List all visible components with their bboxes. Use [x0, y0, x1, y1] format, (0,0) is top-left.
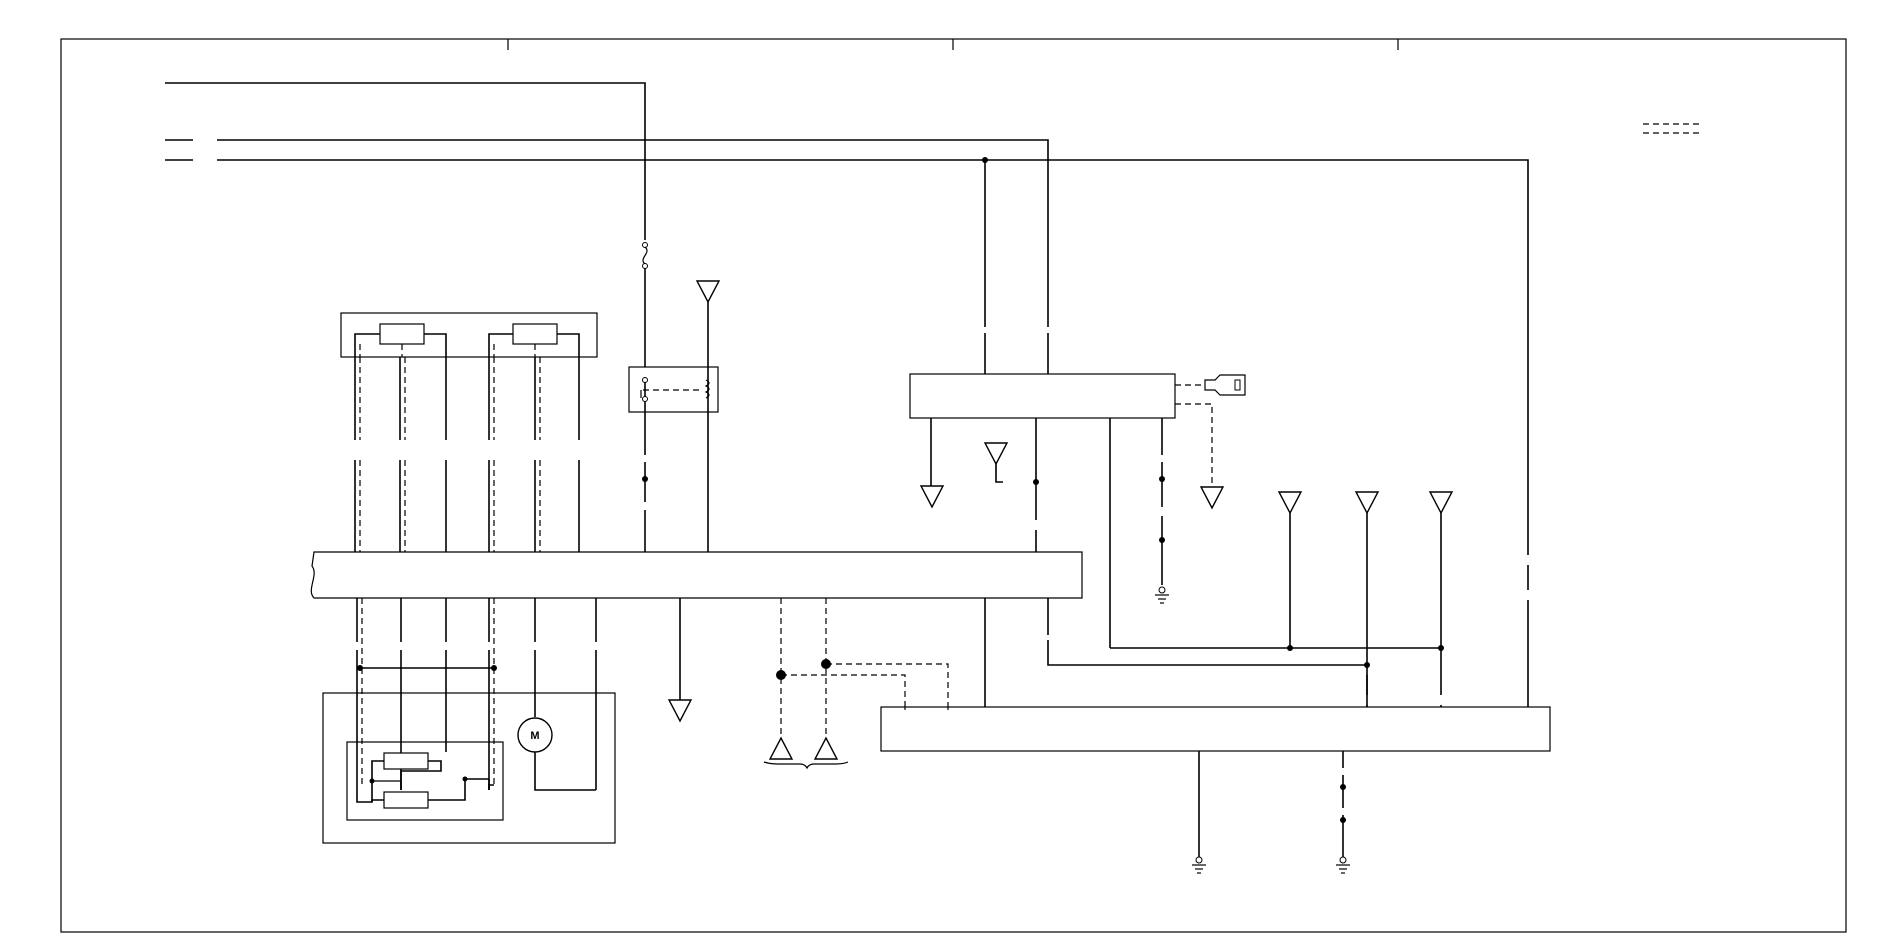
control-unit-lower — [880, 706, 1551, 752]
power-feed-lines — [165, 82, 1529, 555]
main-connector-bar — [310, 551, 1083, 599]
lower-bus-wires — [984, 565, 1529, 707]
shield-wires — [763, 598, 949, 770]
relay-output-wires — [642, 412, 709, 552]
control-unit-upper — [909, 373, 1176, 419]
relay-box — [628, 322, 719, 413]
motor-label: M — [530, 730, 539, 742]
resistor-harness-upper — [354, 357, 580, 552]
ground-symbol-upper — [1155, 586, 1169, 604]
motor-harness — [356, 598, 597, 790]
relay-supply-triangle — [695, 280, 721, 322]
control-unit-outputs — [919, 403, 1225, 648]
ground-symbols-lower — [1192, 751, 1350, 874]
inner-resistor-network — [356, 752, 494, 809]
supply-triangles-right — [1277, 491, 1454, 710]
diagram-frame — [60, 38, 1847, 933]
legend-dashed-lines — [1643, 123, 1700, 134]
ground-triangle-main — [667, 598, 693, 723]
motor-icon: M — [517, 717, 596, 791]
fuse-icon — [642, 242, 648, 377]
motor-assembly-box — [322, 692, 616, 844]
resistor-assembly-upper — [340, 312, 598, 358]
key-switch-icon — [1175, 374, 1246, 396]
